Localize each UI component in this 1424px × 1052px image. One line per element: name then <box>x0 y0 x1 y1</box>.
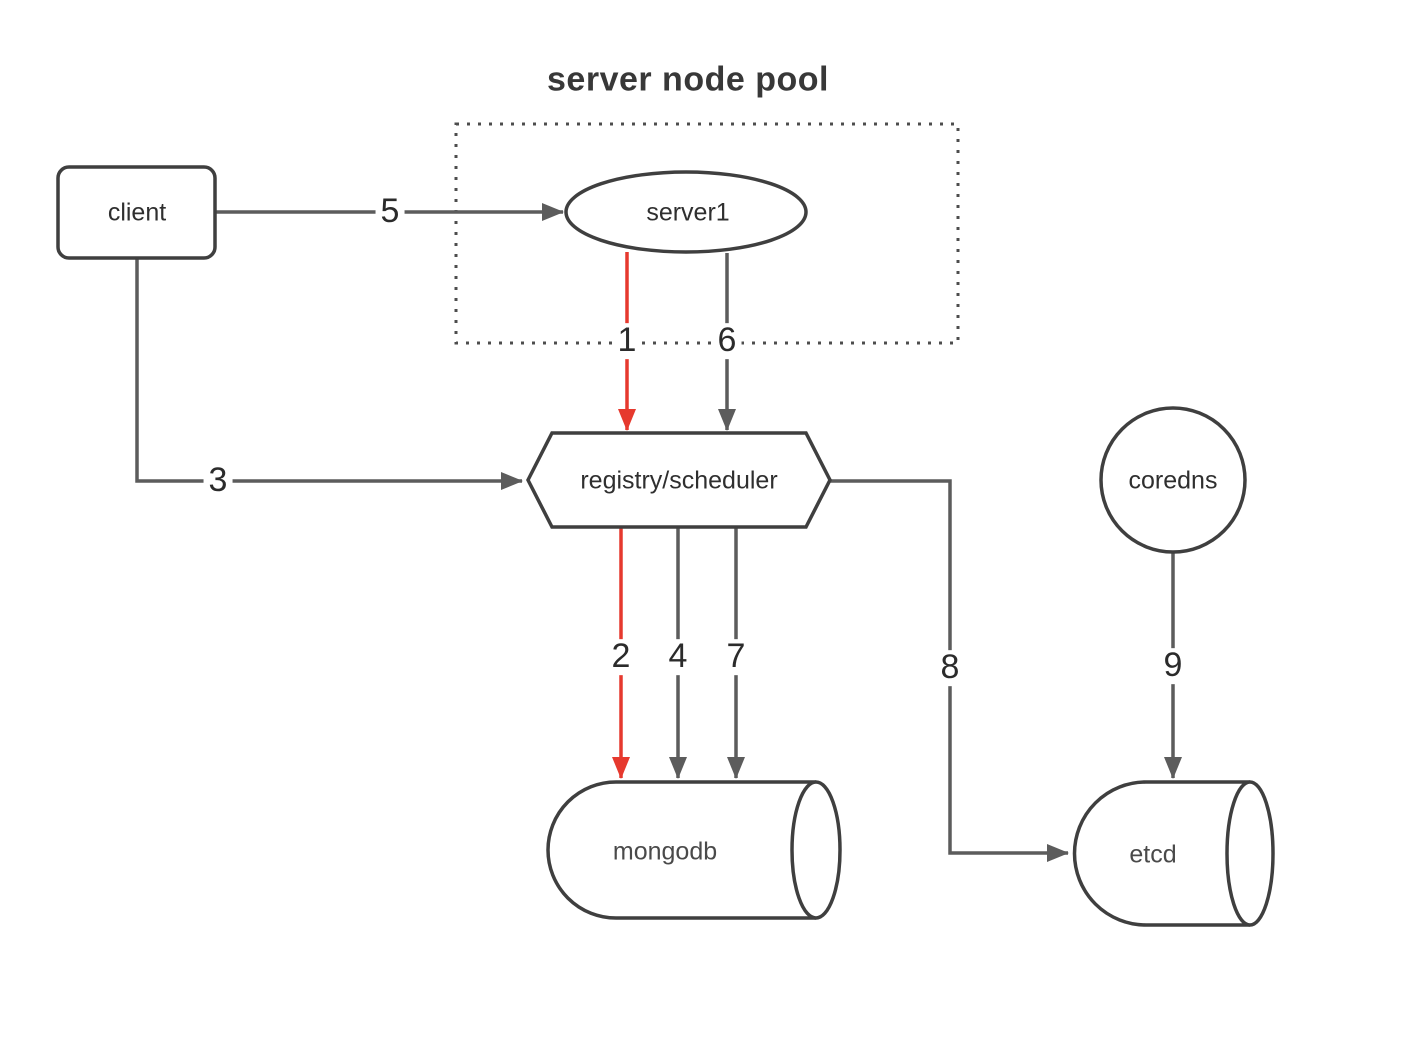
edge-label-1: 1 <box>612 322 642 359</box>
server1-node-label: server1 <box>646 198 730 227</box>
etcd-node-label: etcd <box>1129 840 1177 869</box>
edge-label-5: 5 <box>375 193 405 230</box>
edge-label-9: 9 <box>1158 647 1188 684</box>
coredns-node-shape <box>1099 406 1247 554</box>
etcd-node-shape <box>1072 780 1275 927</box>
mongodb-node-label: mongodb <box>612 837 718 866</box>
edge-label-4: 4 <box>663 638 693 675</box>
server-node-pool-group-box <box>454 122 960 345</box>
edge-label-8: 8 <box>935 649 965 686</box>
coredns-node-label: coredns <box>1128 466 1218 495</box>
edge-label-2: 2 <box>606 638 636 675</box>
registry-scheduler-node-shape <box>526 431 832 529</box>
client-node-label: client <box>107 198 167 227</box>
registry-scheduler-node-label: registry/scheduler <box>580 466 778 495</box>
mongodb-node-shape <box>546 780 842 920</box>
edge-label-3: 3 <box>203 462 233 499</box>
server1-node-shape <box>564 170 808 254</box>
client-node-shape <box>56 165 217 260</box>
edge-label-7: 7 <box>721 638 751 675</box>
diagram-title: server node pool <box>547 60 829 99</box>
edge-3-client-to-registry <box>135 258 523 490</box>
edge-label-6: 6 <box>712 322 742 359</box>
